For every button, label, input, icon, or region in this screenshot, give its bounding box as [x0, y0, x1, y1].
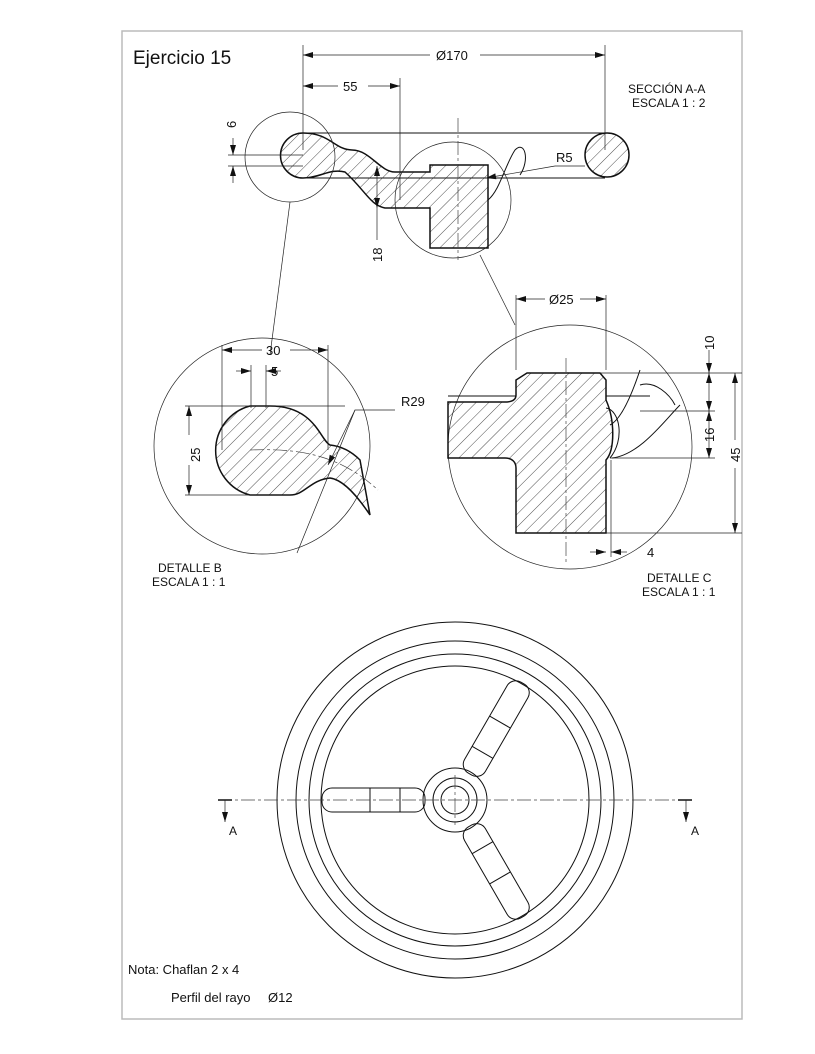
detail-b-label: DETALLE B: [158, 561, 222, 575]
dim-16: 16: [702, 428, 717, 442]
dim-18: 18: [370, 248, 385, 262]
dim-6: 6: [224, 121, 239, 128]
detail-c-circle: [394, 141, 512, 259]
exercise-title: Ejercicio 15: [133, 48, 231, 69]
dim-25: 25: [188, 448, 203, 462]
dim-45: 45: [728, 448, 743, 462]
spoke-profile-label: Perfil del rayo: [171, 990, 250, 1005]
dim-diameter-170: Ø170: [436, 48, 468, 63]
section-marker-left: A: [229, 824, 237, 838]
dim-55: 55: [343, 79, 357, 94]
dim-r29: R29: [401, 394, 425, 409]
dim-diameter-25: Ø25: [549, 292, 574, 307]
detail-b: 30 5 25 R29 DETALLE B ESCALA 1 : 1: [152, 337, 425, 589]
detail-c-label: DETALLE C: [647, 571, 712, 585]
rim-left-section: [279, 132, 489, 249]
rim-right-section: [584, 132, 630, 178]
dim-r5: R5: [556, 150, 573, 165]
section-a-a: Ø170 55 6 18 R5 SECCIÓN A-A ESCALA 1 : 2: [224, 45, 706, 356]
dim-5: 5: [271, 364, 278, 379]
detail-c: Ø25 10 16 45 4 DETALLE C ESCALA 1 : 1: [447, 292, 743, 599]
plan-view: A A: [218, 621, 699, 979]
dim-4: 4: [647, 545, 654, 560]
section-label: SECCIÓN A-A: [628, 81, 705, 96]
spoke-upper: [462, 680, 530, 777]
detail-b-scale: ESCALA 1 : 1: [152, 575, 226, 589]
detail-c-scale: ESCALA 1 : 1: [642, 585, 716, 599]
dim-30: 30: [266, 343, 280, 358]
dim-10: 10: [702, 336, 717, 350]
spoke-profile-value: Ø12: [268, 990, 293, 1005]
chamfer-note: Nota: Chaflan 2 x 4: [128, 962, 239, 977]
section-marker-right: A: [691, 824, 699, 838]
spoke-lower: [462, 823, 530, 920]
drawing-frame: [121, 30, 743, 1020]
section-scale: ESCALA 1 : 2: [632, 96, 706, 110]
